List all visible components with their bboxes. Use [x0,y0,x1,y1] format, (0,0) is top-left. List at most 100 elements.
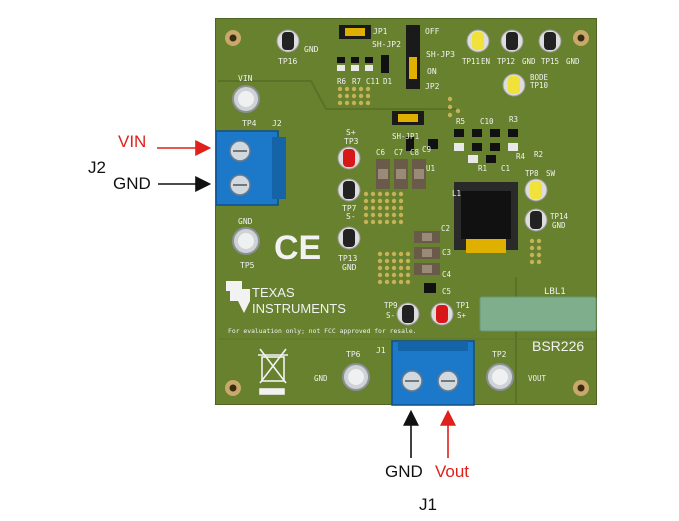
tp16-net: GND [304,45,319,54]
tp5-id: TP5 [240,261,255,270]
jp1-label: JP1 [373,27,388,36]
c8-label: C8 [410,148,420,157]
tp8-yellow [524,178,548,202]
j1-silk: J1 [376,346,386,355]
ti-brand-line2: INSTRUMENTS [252,301,346,316]
tp2-ring [486,363,514,391]
tp15-net: GND [566,57,580,66]
c1-label: C1 [501,164,510,173]
tp2-id: TP2 [492,350,507,359]
weee-bin-icon [258,348,288,395]
tp13-net: GND [342,263,357,272]
pcb-board: CE TP16 GND JP1 SH-JP2 OFF SH-JP3 ON JP2… [215,18,597,406]
tp14-black [524,208,548,232]
tp5-ring [232,227,260,255]
tp10-id: TP10 [530,81,549,90]
c6-label: C6 [376,148,386,157]
tp1-red [430,302,454,326]
tp13-black [337,226,361,250]
c10-label: C10 [480,117,494,126]
mounting-hole-top-right [573,30,589,46]
tp12-black [500,29,524,53]
l1-label: L1 [452,189,461,198]
tp5-net: GND [238,217,253,226]
tp3-net: S+ [346,128,356,137]
terminal-block-j2 [216,130,286,206]
c11-label: C11 [366,77,380,86]
sh-jp2-label: SH-JP2 [372,40,401,49]
r6-label: R6 [337,77,347,86]
tp9-net: S- [386,311,395,320]
r5-label: R5 [456,117,465,126]
disclaimer-text: For evaluation only; not FCC approved fo… [228,327,417,335]
gnd-left-annotation: GND [113,174,151,193]
ce-mark: CE [274,229,321,267]
tp1-id: TP1 [456,301,470,310]
tp14-net: GND [552,221,566,230]
tp7-net: S- [346,212,356,221]
j2-annotation: J2 [88,158,106,177]
j2-silk: J2 [272,119,282,128]
tp15-id: TP15 [541,57,559,66]
c2-label: C2 [441,224,450,233]
tp3-id: TP3 [344,137,359,146]
mounting-hole-bottom-left [225,380,241,396]
input-capacitors [376,159,426,189]
tp12-id: TP12 [497,57,515,66]
inductor-l1 [454,182,518,253]
tp16-black [276,29,300,53]
tp4-id: TP4 [242,119,257,128]
tp3-red [337,146,361,170]
vout-annotation: Vout [435,462,470,481]
tp2-net: VOUT [528,374,547,383]
tp7-black [337,178,361,202]
tp6-id: TP6 [346,350,361,359]
tp9-id: TP9 [384,301,398,310]
tp6-ring [342,363,370,391]
r2-label: R2 [534,150,543,159]
sh-jp1-label: SH-JP1 [392,132,419,141]
lbl1-label: LBL1 [544,287,566,297]
mounting-hole-bottom-right [573,380,589,396]
jp1-header [339,25,371,39]
u1-label: U1 [426,164,435,173]
output-capacitors [414,231,440,293]
tp10-net: BODE [530,73,549,82]
smd-row-r6-d1 [337,55,389,73]
tp15-black [538,29,562,53]
r4-label: R4 [516,152,526,161]
c3-label: C3 [442,248,451,257]
r7-label: R7 [352,77,361,86]
gnd-bottom-annotation: GND [385,462,423,481]
tp9-black [396,302,420,326]
tp6-net: GND [314,374,328,383]
c5-label: C5 [442,287,451,296]
tp1-net: S+ [457,311,467,320]
tp10-yellow [502,73,526,97]
tp16-id: TP16 [278,57,297,66]
on-label: ON [427,67,437,76]
tp12-net: GND [522,57,536,66]
label-box-lbl1 [479,296,597,332]
c4-label: C4 [442,270,452,279]
ti-logo-icon [226,281,250,313]
sh-jp3-label: SH-JP3 [426,50,455,59]
off-label: OFF [425,27,440,36]
r3-label: R3 [509,115,518,124]
mounting-hole-top-left [225,30,241,46]
jp2-header [406,25,420,89]
tp8-id: TP8 [525,169,539,178]
via-field [337,86,542,285]
c7-label: C7 [394,148,403,157]
tp7-id: TP7 [342,204,357,213]
tp11-id: TP11 [462,57,480,66]
jp2-label: JP2 [425,82,440,91]
tp8-net: SW [546,169,556,178]
tp11-net: EN [481,57,490,66]
tp4-ring [232,85,260,113]
tp11-yellow [466,29,490,53]
d1-label: D1 [383,77,392,86]
sh-jp1-header [392,111,424,125]
tp14-id: TP14 [550,212,569,221]
tp4-net: VIN [238,74,253,83]
